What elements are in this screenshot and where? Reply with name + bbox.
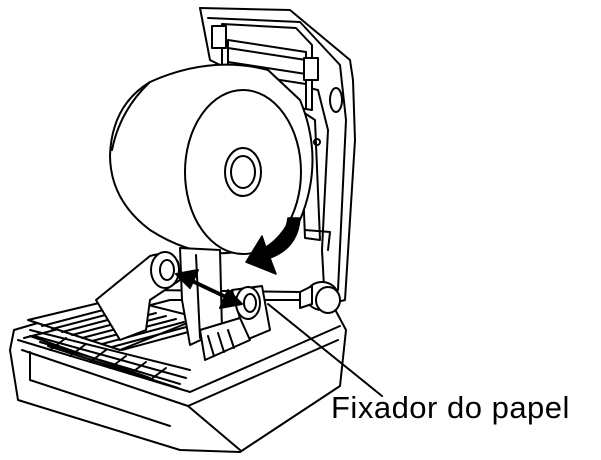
adjust-holder-arrow-icon xyxy=(176,270,242,308)
paper-roll xyxy=(110,65,313,254)
insert-roll-arrow-icon xyxy=(246,218,300,274)
paper-fixer-label: Fixador do papel xyxy=(331,390,570,425)
callout-leader-line xyxy=(268,304,382,396)
right-paper-holder xyxy=(200,286,270,360)
side-knob xyxy=(300,282,340,313)
